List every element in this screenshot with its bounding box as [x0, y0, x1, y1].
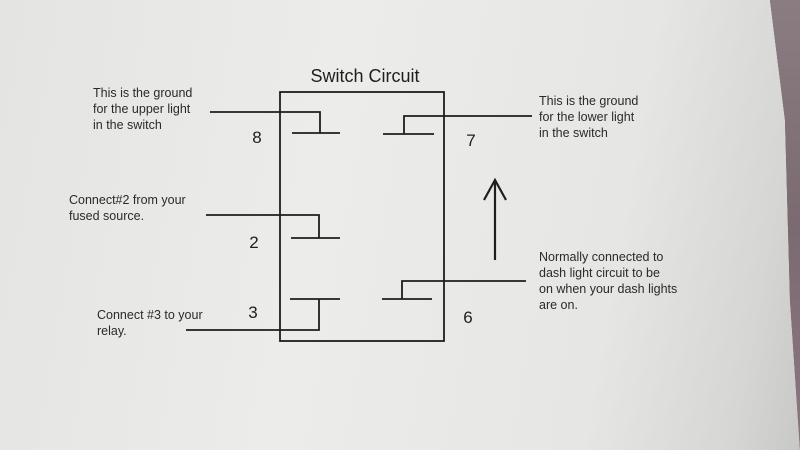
- pin-label-6: 6: [463, 308, 472, 327]
- pin-2-contact: [206, 214, 340, 239]
- note-relay: Connect #3 to your relay.: [97, 308, 203, 338]
- pin-6-contact: [382, 280, 526, 300]
- up-arrow-icon: [483, 177, 507, 260]
- note-upper-ground: This is the ground for the upper light i…: [93, 86, 193, 132]
- pin-label-8: 8: [252, 128, 261, 147]
- pin-7-contact: [383, 115, 532, 135]
- note-fused-source: Connect#2 from your fused source.: [69, 193, 186, 223]
- pin-label-7: 7: [466, 131, 475, 150]
- pin-8-contact: [210, 111, 340, 134]
- switch-body: [279, 91, 445, 342]
- pin-3-contact: [186, 298, 340, 331]
- pin-label-2: 2: [249, 233, 258, 252]
- note-dash-light: Normally connected to dash light circuit…: [539, 250, 678, 312]
- pin-label-3: 3: [248, 303, 257, 322]
- note-lower-ground: This is the ground for the lower light i…: [539, 94, 639, 140]
- diagram-title: Switch Circuit: [310, 66, 419, 86]
